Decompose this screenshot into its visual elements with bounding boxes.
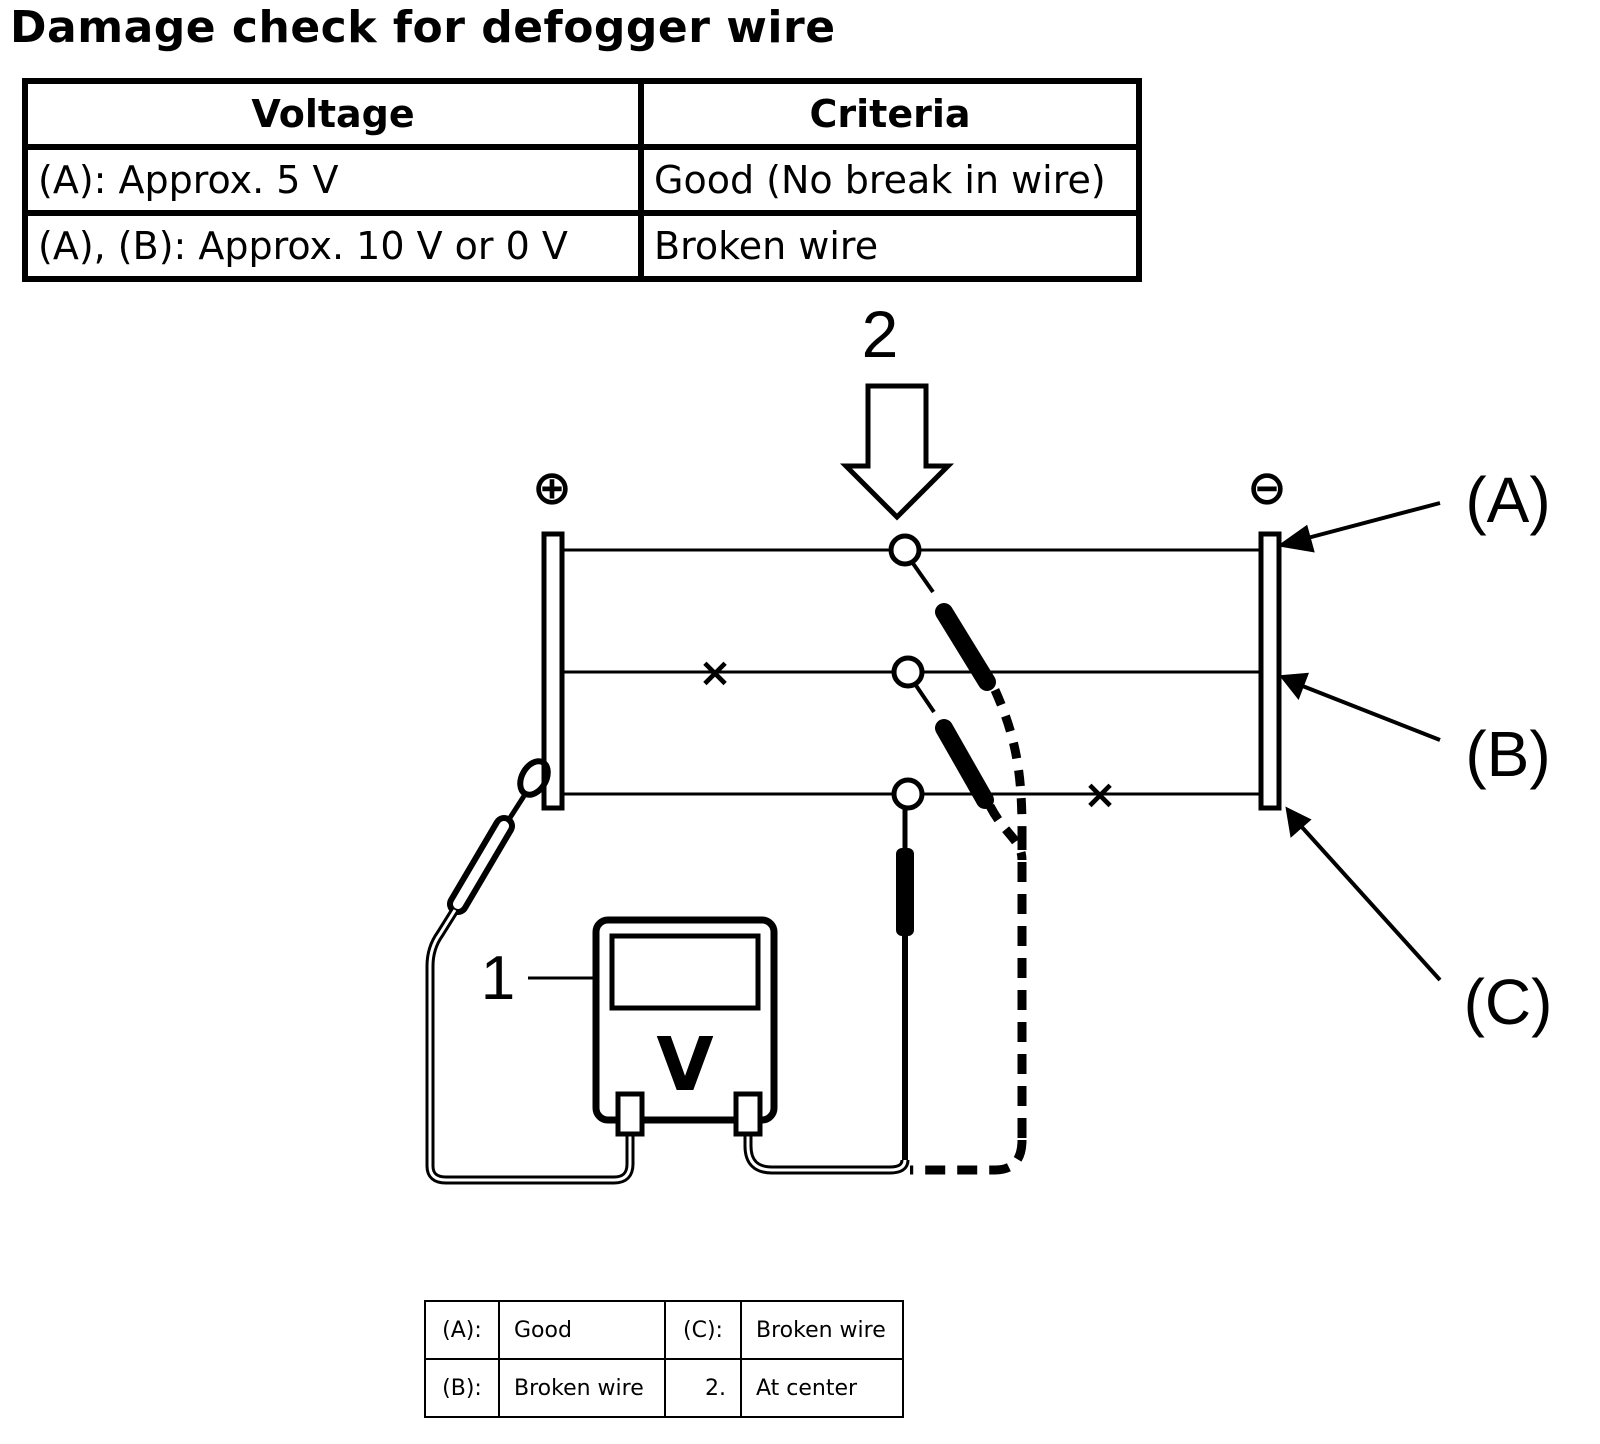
leader-arrows (1276, 501, 1442, 982)
header-voltage: Voltage (22, 78, 644, 150)
probe-lead-dashed-bottom (910, 1139, 1027, 1175)
legend-key: 2. (664, 1358, 742, 1418)
header-criteria: Criteria (638, 78, 1142, 150)
callout-1-label: 1 (481, 944, 515, 1013)
criteria-table: Voltage Criteria (A): Approx. 5 V Good (… (22, 78, 1142, 282)
test-point-bottom (891, 777, 925, 811)
down-arrow-icon (839, 383, 955, 521)
legend-key: (B): (424, 1358, 500, 1418)
cell-voltage: (A), (B): Approx. 10 V or 0 V (22, 210, 644, 282)
legend-key: (A): (424, 1300, 500, 1360)
legend-value: Broken wire (498, 1358, 666, 1418)
point-label-a: (A) (1465, 464, 1550, 536)
cell-voltage: (A): Approx. 5 V (22, 144, 644, 216)
cell-criteria: Broken wire (638, 210, 1142, 282)
probe-alt-middle (913, 682, 1027, 861)
voltmeter-display (609, 933, 761, 1011)
legend-key: (C): (664, 1300, 742, 1360)
cell-criteria: Good (No break in wire) (638, 144, 1142, 216)
table-row: (A), (B): Approx. 10 V or 0 V Broken wir… (22, 210, 1142, 282)
callout-2-label: 2 (862, 297, 899, 371)
legend-value: Broken wire (740, 1300, 904, 1360)
negative-bus-bar (1258, 531, 1282, 811)
table-header-row: Voltage Criteria (22, 78, 1142, 150)
table-row: (A): Approx. 5 V Good (No break in wire) (22, 144, 1142, 216)
point-label-b: (B) (1465, 718, 1550, 790)
table-row: (A): Good (C): Broken wire (424, 1300, 904, 1360)
probe-left (425, 758, 635, 1185)
legend-value: Good (498, 1300, 666, 1360)
break-mark-icon: × (1083, 772, 1117, 818)
voltmeter-label: V (656, 1022, 713, 1108)
voltmeter-terminal-right (733, 1091, 763, 1137)
test-point-middle (891, 655, 925, 689)
voltmeter: V (592, 916, 778, 1137)
probe-alt-top (910, 560, 1027, 831)
plus-terminal-icon: ⊕ (532, 460, 572, 516)
point-label-c: (C) (1464, 966, 1553, 1038)
legend-value: At center (740, 1358, 904, 1418)
minus-terminal-icon: ⊖ (1247, 460, 1287, 516)
voltmeter-terminal-left (615, 1091, 645, 1137)
probe-vertical (743, 808, 914, 1175)
break-mark-icon: × (698, 650, 732, 696)
legend-table: (A): Good (C): Broken wire (B): Broken w… (424, 1300, 904, 1418)
table-row: (B): Broken wire 2. At center (424, 1358, 904, 1418)
test-point-top (888, 533, 922, 567)
page-title: Damage check for defogger wire (10, 2, 836, 53)
